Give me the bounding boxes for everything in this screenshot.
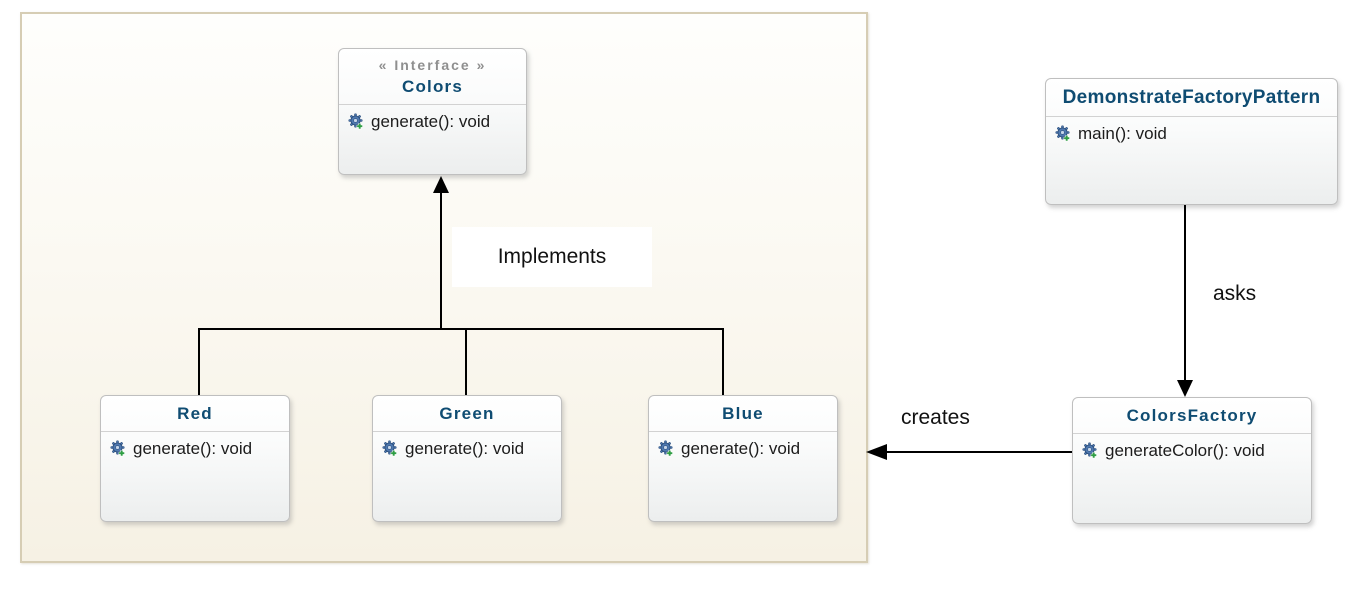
implements-branch-green xyxy=(465,328,467,395)
implements-label: Implements xyxy=(452,227,652,287)
creates-arrowhead xyxy=(866,444,887,460)
class-box-demonstrate-factory-pattern[interactable]: DemonstrateFactoryPattern main(): void xyxy=(1045,78,1338,205)
stereotype-label: « Interface » xyxy=(378,57,487,73)
gear-plus-icon xyxy=(1054,125,1072,143)
class-box-colors-factory[interactable]: ColorsFactory generateColor(): void xyxy=(1072,397,1312,524)
class-header: ColorsFactory xyxy=(1073,398,1311,434)
creates-line xyxy=(886,451,1072,453)
asks-arrowhead xyxy=(1177,380,1193,397)
class-title: Red xyxy=(177,404,213,423)
method-row: main(): void xyxy=(1046,117,1337,144)
class-header: Green xyxy=(373,396,561,432)
method-label: generate(): void xyxy=(133,439,253,458)
gear-plus-icon xyxy=(109,440,127,458)
implements-branch-blue xyxy=(722,328,724,395)
method-row: generate(): void xyxy=(649,432,837,459)
class-header: DemonstrateFactoryPattern xyxy=(1046,79,1337,117)
class-header: Blue xyxy=(649,396,837,432)
method-row: generate(): void xyxy=(373,432,561,459)
method-label: generate(): void xyxy=(371,112,491,131)
method-label: generate(): void xyxy=(681,439,801,458)
method-row: generateColor(): void xyxy=(1073,434,1311,461)
method-label: generateColor(): void xyxy=(1105,441,1265,460)
gear-plus-icon xyxy=(381,440,399,458)
method-label: main(): void xyxy=(1078,124,1167,143)
gear-plus-icon xyxy=(347,113,365,131)
class-box-colors[interactable]: « Interface » Colors generate(): void xyxy=(338,48,527,175)
method-label: generate(): void xyxy=(405,439,525,458)
class-box-red[interactable]: Red generate(): void xyxy=(100,395,290,522)
method-row: generate(): void xyxy=(101,432,289,459)
class-box-blue[interactable]: Blue generate(): void xyxy=(648,395,838,522)
class-header: Red xyxy=(101,396,289,432)
gear-plus-icon xyxy=(1081,442,1099,460)
implements-arrowhead xyxy=(433,176,449,193)
gear-plus-icon xyxy=(657,440,675,458)
class-box-green[interactable]: Green generate(): void xyxy=(372,395,562,522)
asks-line xyxy=(1184,205,1186,382)
class-title: ColorsFactory xyxy=(1126,406,1258,425)
method-row: generate(): void xyxy=(339,105,526,132)
class-header: « Interface » Colors xyxy=(339,49,526,105)
class-title: DemonstrateFactoryPattern xyxy=(1062,87,1321,108)
creates-label: creates xyxy=(901,406,970,429)
asks-label: asks xyxy=(1213,282,1257,305)
implements-main-line xyxy=(440,192,442,330)
implements-horizontal-line xyxy=(198,328,724,330)
class-title: Blue xyxy=(722,404,764,423)
class-title: Colors xyxy=(401,77,464,96)
implements-branch-red xyxy=(198,328,200,395)
class-title: Green xyxy=(439,404,495,423)
